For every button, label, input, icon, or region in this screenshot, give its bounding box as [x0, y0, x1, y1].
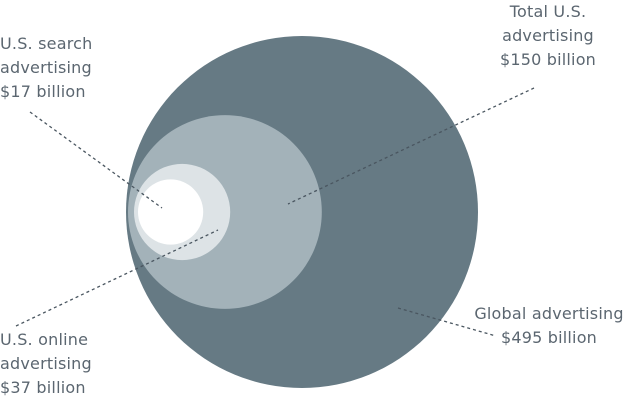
label-total-us-line1: Total U.S.: [509, 2, 587, 21]
bubble-group: [126, 36, 478, 388]
label-us-online-line1: U.S. online: [0, 330, 89, 349]
label-us-online: U.S. online advertising $37 billion: [0, 328, 92, 400]
label-total-us-line2: advertising: [502, 26, 594, 45]
label-us-search-line3: $17 billion: [0, 82, 86, 101]
leader-lines: [15, 87, 535, 337]
label-global: Global advertising $495 billion: [470, 302, 628, 350]
label-global-line1: Global advertising: [474, 304, 624, 323]
label-global-line2: $495 billion: [500, 328, 598, 347]
label-us-search: U.S. search advertising $17 billion: [0, 32, 92, 104]
leader-line-us-online: [15, 229, 219, 327]
label-total-us-line3: $150 billion: [499, 50, 597, 69]
us-search-advertising-bubble: [138, 179, 204, 245]
leader-line-global: [397, 307, 497, 337]
label-us-search-line1: U.S. search: [0, 34, 93, 53]
label-us-search-line2: advertising: [0, 58, 92, 77]
label-total-us: Total U.S. advertising $150 billion: [488, 0, 608, 72]
label-us-online-line2: advertising: [0, 354, 92, 373]
label-us-online-line3: $37 billion: [0, 378, 86, 397]
